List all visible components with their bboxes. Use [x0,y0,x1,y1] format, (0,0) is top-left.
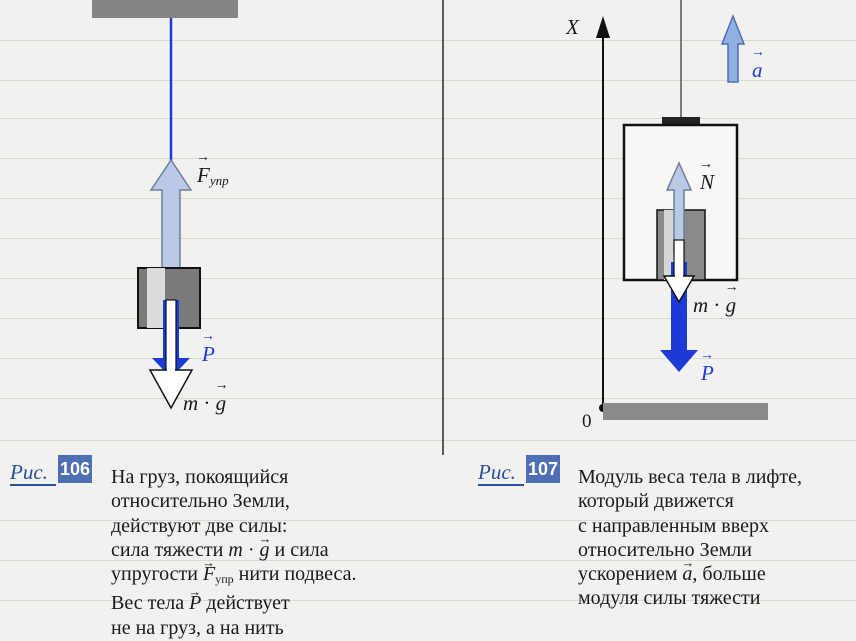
acceleration-label: a [751,46,764,81]
weight-highlight [147,268,165,328]
gravity-label: m · g [183,379,228,414]
bg-line [0,600,856,601]
figure-number-106: 106 [58,455,92,483]
figure-label-106: Рис. [10,460,56,486]
elastic-force-label: Fупр [196,151,229,187]
ground [603,403,768,420]
elevator-hook [662,117,700,125]
gravity-arrow-joint-107 [675,268,683,278]
x-axis-label: X [566,15,579,39]
bg-line [0,520,856,521]
gravity-arrow-head-107 [662,275,696,304]
weight-label-107: P [700,349,714,384]
figure-107-drawing [596,0,768,420]
bg-line [0,440,856,441]
normal-force-label: N [699,158,714,193]
ceiling-support [92,0,238,18]
weight-arrow-head-107 [660,350,698,372]
bg-line [0,40,856,41]
weight-label: P [201,330,215,365]
bg-line [0,318,856,319]
bg-line [0,358,856,359]
bg-line [0,238,856,239]
figure-106-drawing [92,0,238,410]
bg-line [0,118,856,119]
bg-line [0,398,856,399]
elastic-force-arrow [149,158,193,269]
origin-label: 0 [582,411,592,432]
bg-line [0,198,856,199]
caption-107: Модуль веса тела в лифте, который движет… [578,465,802,611]
gravity-arrow-joint [167,360,175,372]
bg-line [0,560,856,561]
caption-106: На груз, покоящийся относительно Земли, … [111,465,356,640]
figure-label-107: Рис. [478,460,524,486]
gravity-label-107: m · g [693,281,738,316]
bg-line [0,80,856,81]
bg-line [0,158,856,159]
figure-number-107: 107 [526,455,560,483]
column-divider [442,0,444,455]
acceleration-arrow [720,13,746,83]
x-axis-arrowhead [596,16,610,38]
bg-line [0,278,856,279]
